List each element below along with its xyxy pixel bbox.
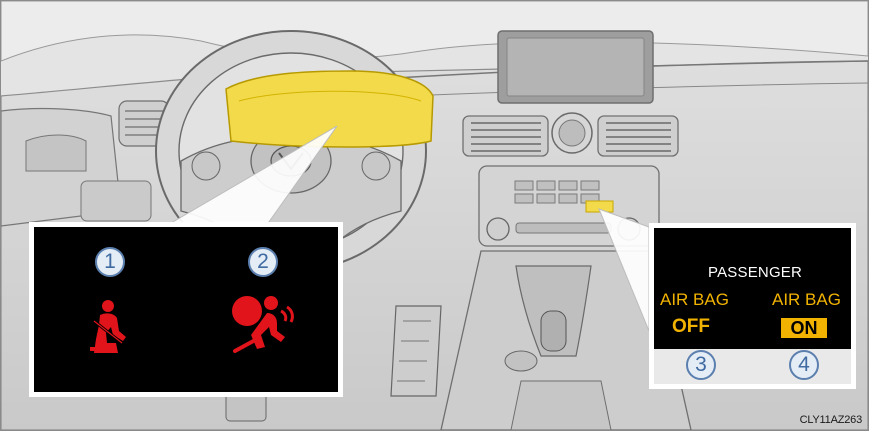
passenger-label: PASSENGER (708, 264, 802, 281)
callout-number-2: 2 (248, 247, 278, 277)
warning-lights-panel: 1 2 (29, 222, 343, 397)
airbag-on-label: AIR BAG (772, 290, 841, 310)
airbag-on-indicator: ON (781, 318, 827, 338)
seatbelt-reminder-icon (86, 299, 134, 355)
callout-number-4: 4 (789, 350, 819, 380)
passenger-airbag-panel: PASSENGER AIR BAG AIR BAG OFF ON 3 4 (649, 223, 856, 389)
airbag-off-indicator: OFF (672, 316, 710, 338)
airbag-indicator-cell: 2 (187, 227, 338, 392)
callout-number-3: 3 (686, 350, 716, 380)
figure-code: CLY11AZ263 (800, 414, 862, 426)
callout-labels-area: 3 4 (654, 349, 851, 384)
seatbelt-indicator-cell: 1 (34, 227, 185, 392)
airbag-off-label: AIR BAG (660, 290, 729, 310)
passenger-airbag-display: PASSENGER AIR BAG AIR BAG OFF ON (654, 228, 851, 349)
airbag-warning-icon (227, 291, 299, 355)
callout-number-1: 1 (95, 247, 125, 277)
